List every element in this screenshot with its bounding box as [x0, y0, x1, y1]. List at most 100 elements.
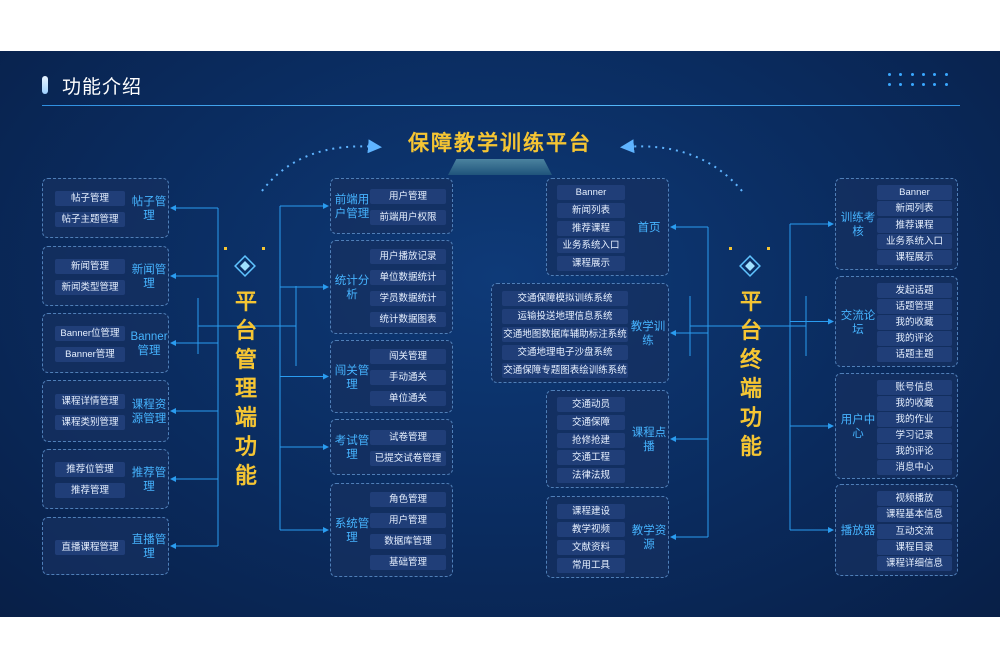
- function-item: 我的作业: [877, 411, 952, 427]
- terminal-right-group-1: 发起话题话题管理我的收藏我的评论话题主题交流论坛: [835, 276, 958, 367]
- function-item: 课程展示: [557, 255, 625, 271]
- title-accent-bar: [42, 76, 48, 94]
- group-label: 前端用户管理: [334, 194, 370, 220]
- function-item: 统计数据图表: [370, 312, 446, 327]
- group-label: 教学训练: [630, 321, 666, 347]
- platform-title: 保障教学训练平台: [408, 132, 592, 155]
- function-item: 推荐管理: [55, 483, 125, 498]
- function-item: 我的收藏: [877, 395, 952, 411]
- diamond-emblem-icon: [234, 255, 256, 277]
- title-marker: [224, 247, 227, 250]
- function-item: 推荐课程: [877, 217, 952, 233]
- function-item: 课程目录: [877, 539, 952, 555]
- function-item: Banner位管理: [55, 326, 125, 341]
- admin-right-group-3: 试卷管理已提交试卷管理考试管理: [330, 419, 453, 475]
- function-item: 法律法规: [557, 467, 625, 483]
- admin-system-title: 平台管理端功能: [234, 289, 257, 488]
- function-item: 单位通关: [370, 391, 446, 406]
- group-label: Banner管理: [130, 331, 168, 357]
- function-item: 学员数据统计: [370, 291, 446, 306]
- function-item: 新闻列表: [557, 202, 625, 218]
- group-label: 直播管理: [131, 534, 167, 560]
- function-item: Banner: [557, 185, 625, 201]
- function-item: 抢修抢建: [557, 432, 625, 448]
- title-marker: [729, 247, 732, 250]
- function-item: 试卷管理: [370, 430, 446, 445]
- function-item: 帖子管理: [55, 191, 125, 206]
- terminal-system-title: 平台终端功能: [739, 289, 762, 459]
- header-divider: [42, 105, 960, 106]
- function-item: 新闻类型管理: [55, 280, 125, 295]
- function-item: 用户管理: [370, 513, 446, 528]
- function-item: 文献资料: [557, 539, 625, 555]
- function-item: 帖子主题管理: [55, 212, 125, 227]
- admin-left-group-2: Banner位管理 Banner管理 Banner管理: [42, 313, 169, 373]
- group-label: 统计分析: [334, 275, 370, 301]
- function-item: 课程类别管理: [55, 415, 125, 430]
- function-item: 新闻列表: [877, 201, 952, 217]
- admin-right-group-1: 用户播放记录单位数据统计学员数据统计统计数据图表统计分析: [330, 240, 453, 334]
- function-item: 课程详情管理: [55, 394, 125, 409]
- group-label: 推荐管理: [131, 467, 167, 493]
- admin-left-group-0: 帖子管理帖子主题管理帖子管理: [42, 178, 169, 238]
- terminal-right-group-2: 账号信息我的收藏我的作业学习记录我的评论消息中心用户中心: [835, 373, 958, 479]
- function-item: 交通地理电子沙盘系统: [502, 344, 628, 360]
- function-item: Banner管理: [55, 347, 125, 362]
- function-item: 互动交流: [877, 523, 952, 539]
- group-label: 交流论坛: [840, 309, 876, 336]
- platform-pedestal: [448, 159, 552, 175]
- function-item: 推荐课程: [557, 220, 625, 236]
- function-item: 视频播放: [877, 490, 952, 506]
- group-label: 首页: [637, 222, 661, 234]
- title-marker: [262, 247, 265, 250]
- function-item: 推荐位管理: [55, 462, 125, 477]
- function-item: 业务系统入口: [557, 238, 625, 254]
- function-item: 我的评论: [877, 331, 952, 347]
- function-item: 交通地图数据库辅助标注系统: [502, 326, 628, 342]
- function-item: 教学视频: [557, 521, 625, 537]
- function-item: 交通保障模拟训练系统: [502, 290, 628, 306]
- header: 功能介绍: [42, 75, 142, 98]
- function-item: 业务系统入口: [877, 233, 952, 249]
- function-item: Banner: [877, 184, 952, 200]
- function-item: 数据库管理: [370, 534, 446, 549]
- group-label: 考试管理: [334, 435, 370, 461]
- diagram-canvas: 功能介绍 保障教学训练平台 平台管理端功能 平台终端功能 帖子管理帖子主题管理帖…: [0, 51, 1000, 617]
- function-item: 课程基本信息: [877, 507, 952, 523]
- function-item: 课程展示: [877, 250, 952, 266]
- function-item: 课程详细信息: [877, 556, 952, 572]
- function-item: 我的收藏: [877, 315, 952, 330]
- group-label: 播放器: [840, 525, 876, 537]
- function-item: 手动通关: [370, 370, 446, 385]
- admin-right-group-0: 用户管理前端用户权限前端用户管理: [330, 178, 453, 234]
- terminal-left-group-2: 交通动员交通保障抢修抢建交通工程法律法规课程点播: [546, 390, 669, 488]
- function-item: 前端用户权限: [370, 210, 446, 225]
- group-label: 教学资源: [631, 525, 667, 551]
- function-item: 角色管理: [370, 492, 446, 507]
- function-item: 基础管理: [370, 555, 446, 570]
- group-label: 课程点播: [631, 427, 667, 453]
- function-item: 课程建设: [557, 503, 625, 519]
- function-item: 用户管理: [370, 189, 446, 204]
- admin-right-group-4: 角色管理用户管理数据库管理基础管理系统管理: [330, 483, 453, 577]
- page-title: 功能介绍: [62, 76, 143, 98]
- group-label: 训练考核: [840, 212, 876, 238]
- function-item: 交通工程: [557, 450, 625, 466]
- terminal-right-group-3: 视频播放课程基本信息互动交流课程目录课程详细信息 播放器: [835, 484, 958, 576]
- function-item: 我的评论: [877, 443, 952, 459]
- admin-left-group-5: 直播课程管理直播管理: [42, 517, 169, 575]
- group-label: 帖子管理: [131, 196, 167, 222]
- function-item: 交通保障专题图表绘训练系统: [502, 362, 628, 378]
- function-item: 直播课程管理: [55, 539, 125, 555]
- function-item: 话题主题: [877, 347, 952, 363]
- group-label: 闯关管理: [334, 364, 370, 391]
- dot-grid-icon: [888, 73, 950, 89]
- function-item: 常用工具: [557, 557, 625, 573]
- admin-left-group-1: 新闻管理新闻类型管理新闻管理: [42, 246, 169, 306]
- function-item: 新闻管理: [55, 259, 125, 274]
- function-item: 话题管理: [877, 298, 952, 314]
- group-label: 新闻管理: [131, 264, 167, 290]
- terminal-left-group-3: 课程建设教学视频文献资料常用工具教学资源: [546, 496, 669, 578]
